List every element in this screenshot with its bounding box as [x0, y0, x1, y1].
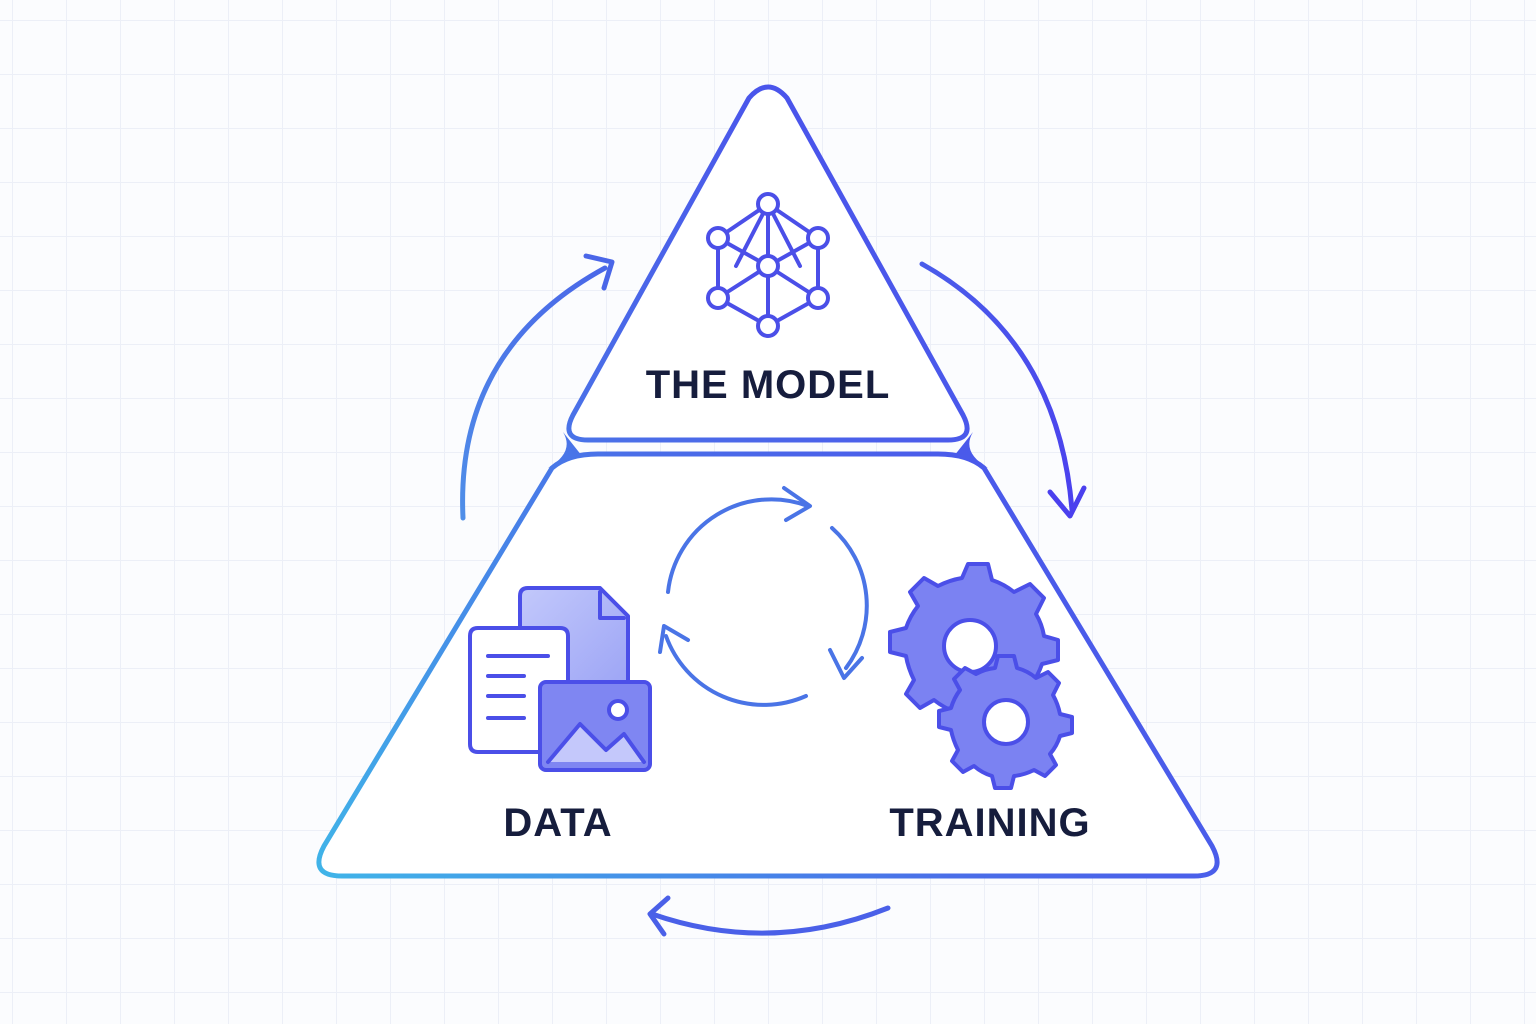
arrow-model-to-training [919, 261, 1087, 519]
documents-image-icon [468, 586, 652, 772]
label-the-model: THE MODEL [646, 363, 891, 407]
label-training: TRAINING [889, 801, 1090, 845]
gears-icon [888, 562, 1074, 790]
neural-network-icon [706, 192, 830, 338]
arrow-data-to-model [460, 253, 615, 521]
arrow-training-to-data [647, 895, 891, 937]
label-data: DATA [503, 801, 612, 845]
cycle-arrows-icon [658, 486, 869, 707]
